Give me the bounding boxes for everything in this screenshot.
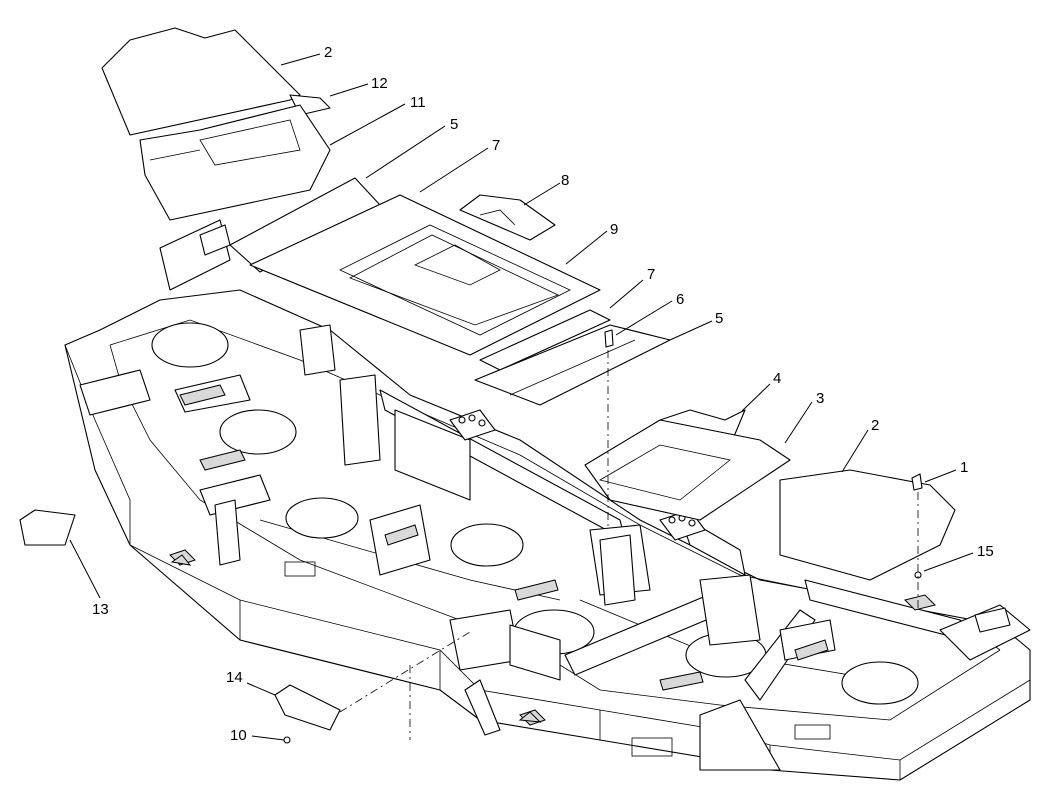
leader-lines [69, 53, 974, 741]
hinge-brackets [199, 224, 1011, 633]
callout-5: 5 [715, 310, 724, 327]
warning-decal [170, 554, 192, 566]
callout-8: 8 [561, 172, 570, 189]
callout-13: 10 [230, 727, 247, 744]
part-7-lower-strip [479, 309, 611, 371]
callout-15: 15 [977, 543, 994, 560]
callout-14: 14 [226, 669, 243, 686]
part-9-cover [249, 194, 601, 356]
assembly-lines [339, 350, 919, 740]
callout-3: 3 [816, 390, 825, 407]
part-3-chute-shield [584, 419, 791, 521]
part-2-right-shield [779, 469, 956, 581]
part-2-top-shield [101, 27, 301, 136]
deck-slots [169, 384, 936, 726]
callout-10: 11 [410, 94, 426, 111]
part-14-bracket [274, 684, 341, 731]
part-12-plate [19, 509, 76, 546]
callout-9: 9 [610, 221, 619, 238]
warning-decal [518, 711, 542, 723]
callout-12: 13 [92, 601, 109, 618]
callout-2: 2 [871, 417, 880, 434]
part-1-bolt [911, 473, 923, 491]
callout-1: 1 [960, 459, 969, 476]
callout-7: 7 [492, 137, 501, 154]
callout-7: 7 [647, 266, 656, 283]
part-6-bolt [604, 329, 614, 348]
callout-2: 2 [324, 44, 333, 61]
callout-6: 6 [676, 291, 685, 308]
part-13-screw [283, 736, 291, 744]
callout-5: 5 [450, 116, 459, 133]
part-10-shield [139, 104, 331, 221]
callout-11: 12 [371, 75, 388, 92]
callout-4: 4 [773, 370, 782, 387]
